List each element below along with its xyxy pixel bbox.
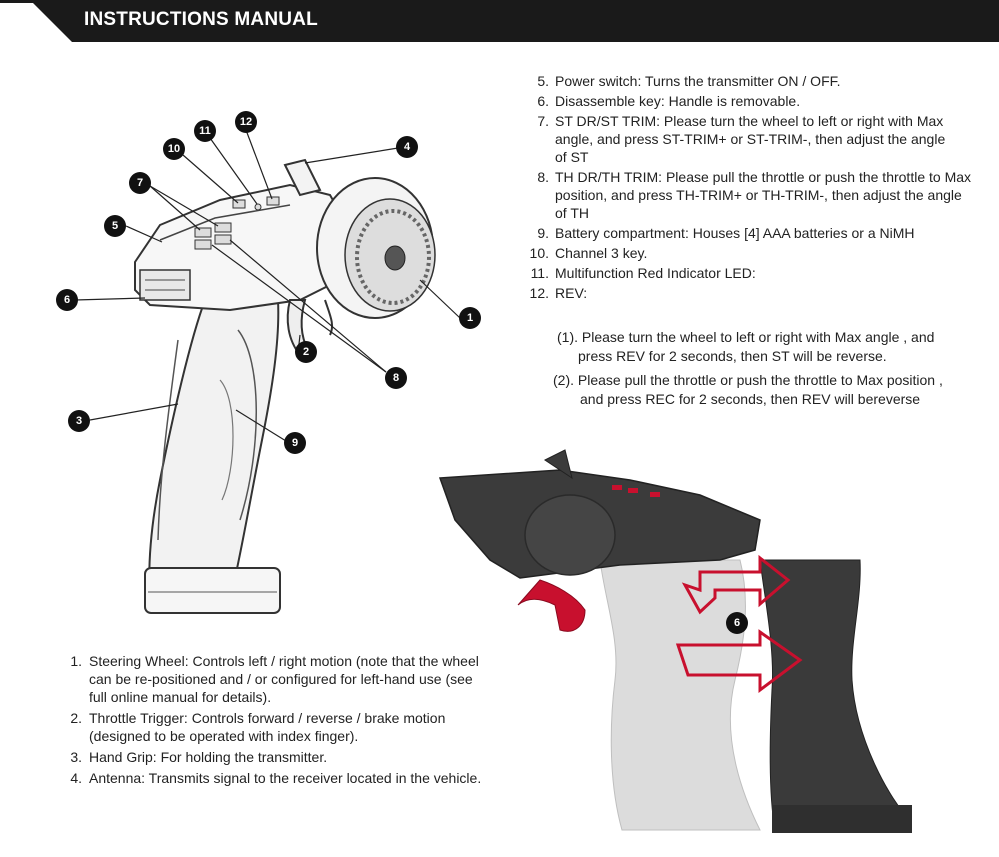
list-item: 5. Power switch: Turns the transmitter ON… (520, 72, 990, 90)
item-number: 8. (537, 169, 549, 185)
list-item: 7. ST DR/ST TRIM: Please turn the wheel t… (520, 112, 955, 166)
callout-6-detail: 6 (726, 612, 748, 634)
item-text: Channel 3 key. (555, 245, 648, 261)
item-number: 7. (537, 113, 549, 129)
list-item: 2. Throttle Trigger: Controls forward / r… (62, 709, 479, 745)
list-item: 11. Multifunction Red Indicator LED: (520, 264, 990, 282)
callout-10: 10 (163, 138, 185, 160)
item-text: REV: (555, 285, 588, 301)
item-number: 11. (530, 265, 549, 281)
list-item: 9. Battery compartment: Houses [4] AAA ba… (520, 224, 990, 242)
item-text: Hand Grip: For holding the transmitter. (89, 749, 328, 765)
list-item: 10. Channel 3 key. (520, 244, 990, 262)
item-number: 10. (529, 245, 549, 261)
callout-9: 9 (284, 432, 306, 454)
features-list-bottom: 1. Steering Wheel: Controls left / right … (62, 652, 492, 790)
item-text: Antenna: Transmits signal to the receive… (89, 770, 482, 786)
list-item: 4. Antenna: Transmits signal to the recei… (62, 769, 492, 787)
list-item: 12. REV: (520, 284, 990, 302)
rev-sub-item-2-line2: and press REC for 2 seconds, then REV wi… (580, 391, 921, 407)
item-number: 5. (537, 73, 549, 89)
callout-1: 1 (459, 307, 481, 329)
page-title: INSTRUCTIONS MANUAL (84, 9, 318, 30)
item-text: Steering Wheel: Controls left / right mo… (89, 653, 479, 705)
callout-11: 11 (194, 120, 216, 142)
callout-7: 7 (129, 172, 151, 194)
item-text: Power switch: Turns the transmitter ON /… (555, 73, 841, 89)
header-banner: INSTRUCTIONS MANUAL (0, 0, 999, 42)
rev-sub-item-1-line2: press REV for 2 seconds, then ST will be… (578, 348, 887, 364)
item-number: 4. (70, 770, 82, 786)
callout-6: 6 (56, 289, 78, 311)
item-number: 6. (537, 93, 549, 109)
item-text: Battery compartment: Houses [4] AAA batt… (555, 225, 915, 241)
callout-3: 3 (68, 410, 90, 432)
list-item: 6. Disassemble key: Handle is removable. (520, 92, 990, 110)
item-text: Multifunction Red Indicator LED: (555, 265, 756, 281)
callout-12: 12 (235, 111, 257, 133)
features-list-right: 5. Power switch: Turns the transmitter ON… (520, 72, 990, 304)
item-text: TH DR/TH TRIM: Please pull the throttle … (555, 169, 972, 221)
item-text: Throttle Trigger: Controls forward / rev… (89, 710, 446, 744)
item-number: 12. (529, 285, 549, 301)
callout-8: 8 (385, 367, 407, 389)
callout-4: 4 (396, 136, 418, 158)
list-item: 1. Steering Wheel: Controls left / right … (62, 652, 492, 706)
header-shape (0, 0, 999, 42)
item-number: 3. (70, 749, 82, 765)
callout-2: 2 (295, 341, 317, 363)
item-text: ST DR/ST TRIM: Please turn the wheel to … (555, 113, 946, 165)
item-text: Disassemble key: Handle is removable. (555, 93, 801, 109)
item-number: 9. (537, 225, 549, 241)
rev-sub-item-1-line1: (1). Please turn the wheel to left or ri… (557, 329, 935, 345)
callout-5: 5 (104, 215, 126, 237)
item-number: 2. (70, 710, 82, 726)
item-number: 1. (70, 653, 82, 669)
list-item: 3. Hand Grip: For holding the transmitter… (62, 748, 492, 766)
handle-removal-diagram (438, 449, 912, 833)
transmitter-diagram (74, 129, 461, 614)
list-item: 8. TH DR/TH TRIM: Please pull the throttl… (520, 168, 975, 222)
rev-sub-item-2-line1: (2). Please pull the throttle or push th… (553, 372, 943, 388)
